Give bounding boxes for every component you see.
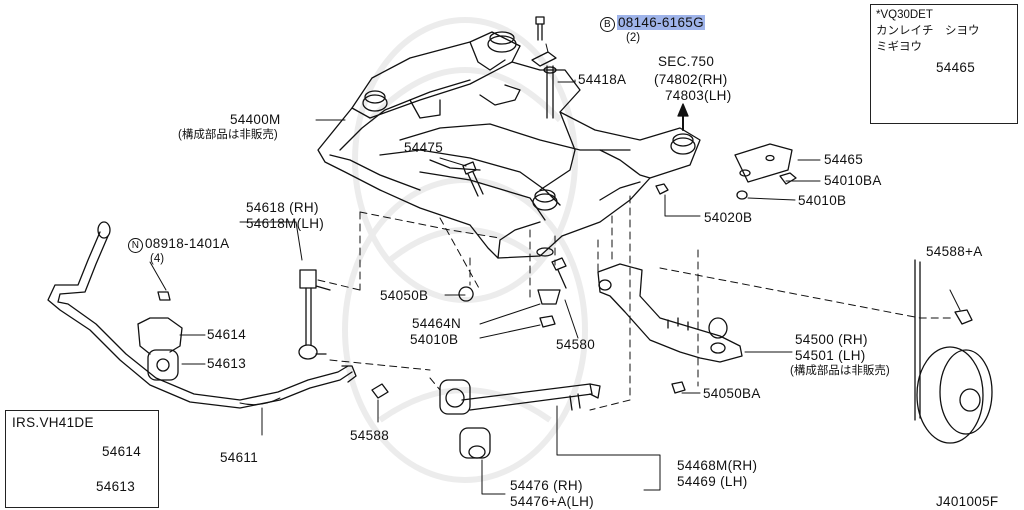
label-54588[interactable]: 54588: [350, 428, 390, 443]
clamp-bush: [137, 291, 183, 381]
watermark-emblem: [342, 17, 588, 483]
label-54476a-lh[interactable]: 54476+A(LH): [510, 494, 594, 509]
lower-arm: [597, 263, 743, 363]
bolt-part-number-text: 08146-6165G: [617, 15, 705, 30]
drum-hub: [914, 259, 993, 444]
label-54475[interactable]: 54475: [404, 140, 444, 155]
inset-irs-part-54613[interactable]: 54613: [96, 479, 136, 494]
suspension-member: [317, 31, 701, 259]
label-54400m[interactable]: 54400M: [230, 112, 281, 127]
diagram-code: J401005F: [936, 494, 999, 509]
label-54010b-mid[interactable]: 54010B: [410, 332, 459, 347]
inset-vq30-line3: ミギヨウ: [876, 41, 922, 53]
label-54020b[interactable]: 54020B: [704, 210, 753, 225]
label-54465[interactable]: 54465: [824, 152, 864, 167]
label-54613[interactable]: 54613: [207, 356, 247, 371]
label-54464n[interactable]: 54464N: [412, 316, 462, 331]
bolt-circle-icon: B: [600, 17, 615, 32]
inset-vq30-line2: カンレイチ シヨウ: [876, 25, 980, 37]
mount-bolt: [531, 16, 557, 119]
label-54400m-note: (構成部品は非販売): [178, 129, 278, 141]
stabilizer-bar: [47, 221, 357, 409]
label-54501-note: (構成部品は非販売): [790, 365, 890, 377]
inset-irs-part-54614[interactable]: 54614: [102, 444, 142, 459]
label-54050b[interactable]: 54050B: [380, 288, 429, 303]
label-54588a[interactable]: 54588+A: [926, 244, 983, 259]
label-54468m-rh[interactable]: 54468M(RH): [677, 458, 758, 473]
label-54476-rh[interactable]: 54476 (RH): [510, 478, 583, 493]
label-54580[interactable]: 54580: [556, 337, 596, 352]
label-54618m-lh[interactable]: 54618M(LH): [246, 216, 325, 231]
label-bolt-qty: (2): [626, 32, 641, 44]
connecting-rod: [298, 269, 331, 360]
label-54501-lh[interactable]: 54501 (LH): [795, 348, 866, 363]
inset-vq30det: [870, 4, 1018, 124]
label-nut-qty: (4): [150, 253, 165, 265]
label-sec750[interactable]: SEC.750: [658, 54, 715, 69]
label-54500-rh[interactable]: 54500 (RH): [795, 332, 868, 347]
label-54010b-top[interactable]: 54010B: [798, 193, 847, 208]
label-54050ba[interactable]: 54050BA: [703, 386, 761, 401]
label-54418a[interactable]: 54418A: [578, 72, 627, 87]
label-sec750-lh[interactable]: 74803(LH): [665, 88, 732, 103]
inset-vq30-part[interactable]: 54465: [936, 60, 976, 75]
label-54010ba[interactable]: 54010BA: [824, 173, 882, 188]
bracket-54465: [734, 143, 797, 200]
inset-irs-vh41de: [5, 410, 159, 508]
label-54614[interactable]: 54614: [207, 327, 247, 342]
label-54611[interactable]: 54611: [220, 450, 259, 465]
label-54618-rh[interactable]: 54618 (RH): [246, 200, 319, 215]
label-sec750-rh[interactable]: (74802(RH): [654, 72, 728, 87]
nut-part-number-text: 08918-1401A: [145, 236, 230, 251]
nut-circle-icon: N: [128, 238, 143, 253]
compression-rod: [439, 379, 601, 459]
bolt-54475: [462, 161, 484, 197]
label-54469-lh[interactable]: 54469 (LH): [677, 474, 748, 489]
inset-irs-title: IRS.VH41DE: [12, 415, 94, 430]
inset-vq30-line1: *VQ30DET: [876, 9, 933, 21]
